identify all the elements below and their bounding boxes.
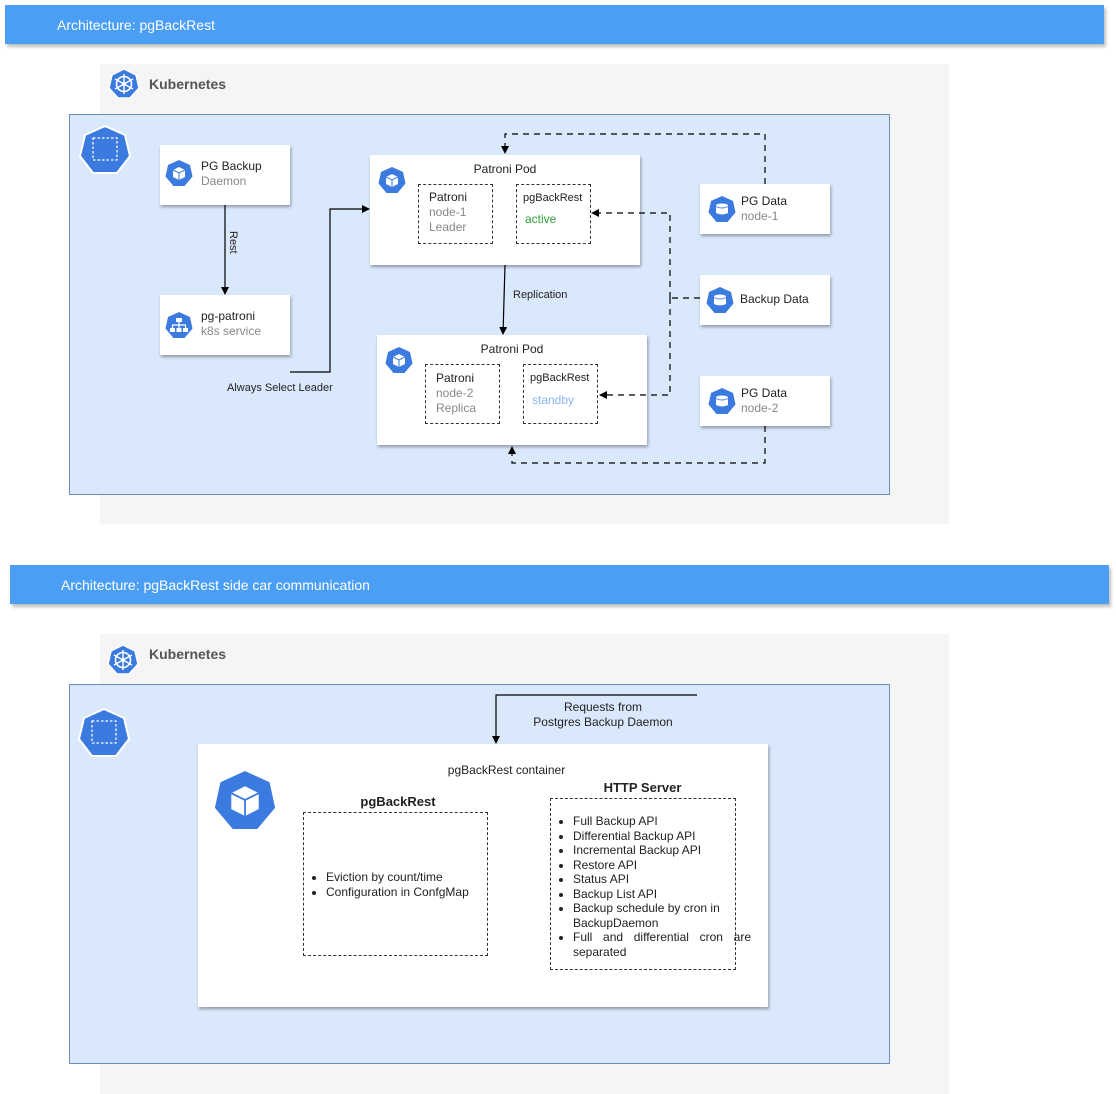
namespace-icon	[77, 707, 131, 759]
patroni-container: Patroni node-2 Replica	[425, 364, 500, 424]
requests-label-line2: Postgres Backup Daemon	[533, 715, 673, 729]
role-label: Replica	[436, 401, 477, 415]
http-server-box: Full Backup API Differential Backup API …	[550, 798, 751, 970]
patroni-pod-2: Patroni Pod Patroni node-2 Replica pgBac…	[377, 335, 647, 445]
storage-icon	[706, 286, 734, 314]
list-item: Configuration in ConfgMap	[326, 885, 469, 900]
kubernetes-title: Kubernetes	[149, 646, 227, 662]
pod-icon	[213, 768, 277, 832]
patroni-pod-1: Patroni Pod Patroni node-1 Leader pgBack…	[370, 155, 640, 265]
pgbackrest-box: Eviction by count/time Configuration in …	[303, 812, 488, 956]
pg-backup-daemon-card: PG Backup Daemon	[160, 145, 290, 205]
pod-title: Patroni Pod	[473, 162, 537, 176]
status-standby: standby	[532, 393, 575, 407]
node-label: node-1	[429, 205, 467, 219]
kubernetes-icon	[107, 644, 139, 676]
list-item: Full Backup API	[573, 814, 751, 829]
http-server-title: HTTP Server	[603, 780, 682, 795]
rest-label: Rest	[227, 231, 239, 254]
pgbackrest-container: pgBackRest standby	[523, 364, 598, 424]
list-item: Incremental Backup API	[573, 843, 751, 858]
http-api-list: Full Backup API Differential Backup API …	[551, 814, 751, 959]
service-name: pg-patroni	[201, 309, 256, 323]
pg-data-name: PG Data	[741, 194, 788, 208]
list-item: Backup schedule by cron in BackupDaemon	[573, 901, 751, 930]
list-item: Differential Backup API	[573, 829, 751, 844]
container-name: Patroni	[429, 190, 468, 204]
list-item: Eviction by count/time	[326, 870, 469, 885]
list-item: Restore API	[573, 858, 751, 873]
backup-daemon-name: PG Backup	[201, 159, 262, 173]
status-active: active	[525, 212, 557, 226]
patroni-container: Patroni node-1 Leader	[418, 184, 493, 244]
service-subtitle: k8s service	[201, 324, 262, 338]
container-title: pgBackRest container	[447, 763, 566, 777]
pg-data-node-2: PG Data node-2	[700, 376, 830, 426]
leader-label: Always Select Leader	[227, 382, 333, 394]
kubernetes-title: Kubernetes	[149, 76, 227, 92]
pod-icon	[378, 166, 406, 194]
list-item: Full and differential cron are separated	[573, 930, 751, 959]
pg-patroni-service-card: pg-patroni k8s service	[160, 295, 290, 355]
replication-label: Replication	[513, 289, 568, 301]
node-label: node-2	[436, 386, 474, 400]
banner-title: Architecture: pgBackRest side car commun…	[61, 576, 370, 593]
container-name: Patroni	[436, 371, 475, 385]
list-item: Backup List API	[573, 887, 751, 902]
kubernetes-icon	[108, 68, 140, 100]
storage-icon	[708, 387, 736, 415]
pgbackrest-box-title: pgBackRest	[360, 794, 436, 809]
pgbackrest-container: pgBackRest active	[516, 184, 591, 244]
backup-data-name: Backup Data	[740, 292, 809, 306]
pg-data-node: node-2	[741, 401, 779, 415]
list-item: Status API	[573, 872, 751, 887]
container-name: pgBackRest	[530, 372, 590, 384]
backup-daemon-subtitle: Daemon	[201, 174, 247, 188]
pod-icon	[385, 346, 413, 374]
pg-data-name: PG Data	[741, 386, 788, 400]
backup-data: Backup Data	[700, 275, 830, 325]
architecture-banner-1: Architecture: pgBackRest	[5, 5, 1104, 44]
role-label: Leader	[429, 220, 467, 234]
pod-title: Patroni Pod	[480, 342, 544, 356]
service-icon	[165, 311, 193, 339]
pgbackrest-container-card: pgBackRest container pgBackRest Eviction…	[198, 744, 768, 1007]
architecture-banner-2: Architecture: pgBackRest side car commun…	[10, 565, 1109, 604]
pg-data-node: node-1	[741, 209, 779, 223]
pg-data-node-1: PG Data node-1	[700, 184, 830, 234]
namespace-icon	[78, 124, 132, 176]
storage-icon	[708, 195, 736, 223]
container-name: pgBackRest	[523, 192, 583, 204]
requests-label-line1: Requests from	[563, 700, 643, 714]
banner-title: Architecture: pgBackRest	[57, 16, 215, 33]
pgbackrest-feature-list: Eviction by count/time Configuration in …	[304, 870, 469, 899]
pod-icon	[165, 159, 193, 187]
